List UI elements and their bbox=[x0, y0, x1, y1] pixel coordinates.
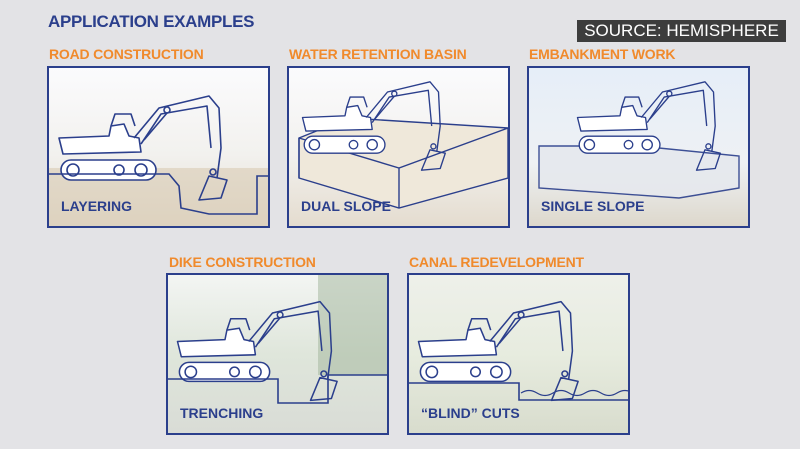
example-panel-canal: “BLIND” CUTS bbox=[407, 273, 630, 435]
example-panel-basin: DUAL SLOPE bbox=[287, 66, 510, 228]
example-caption: LAYERING bbox=[61, 198, 133, 214]
example-caption: “BLIND” CUTS bbox=[421, 405, 520, 421]
example-label-road: ROAD CONSTRUCTION bbox=[49, 46, 204, 62]
example-panel-road: LAYERING bbox=[47, 66, 270, 228]
example-label-dike: DIKE CONSTRUCTION bbox=[169, 254, 316, 270]
excavator-layering-illustration bbox=[49, 95, 268, 226]
excavator-trenching-illustration bbox=[168, 275, 387, 404]
example-panel-embankment: SINGLE SLOPE bbox=[527, 66, 750, 228]
example-caption: SINGLE SLOPE bbox=[541, 198, 645, 214]
excavator-single-slope-illustration bbox=[538, 81, 740, 199]
source-badge: SOURCE: HEMISPHERE bbox=[577, 20, 786, 42]
page-title: APPLICATION EXAMPLES bbox=[48, 12, 255, 31]
example-panel-dike: TRENCHING bbox=[166, 273, 389, 435]
example-caption: DUAL SLOPE bbox=[301, 198, 391, 214]
example-label-embankment: EMBANKMENT WORK bbox=[529, 46, 676, 62]
example-caption: TRENCHING bbox=[180, 405, 264, 421]
example-label-canal: CANAL REDEVELOPMENT bbox=[409, 254, 584, 270]
excavator-dual-slope-illustration bbox=[298, 81, 508, 209]
excavator-blind-cuts-illustration bbox=[409, 300, 628, 402]
example-label-basin: WATER RETENTION BASIN bbox=[289, 46, 467, 62]
